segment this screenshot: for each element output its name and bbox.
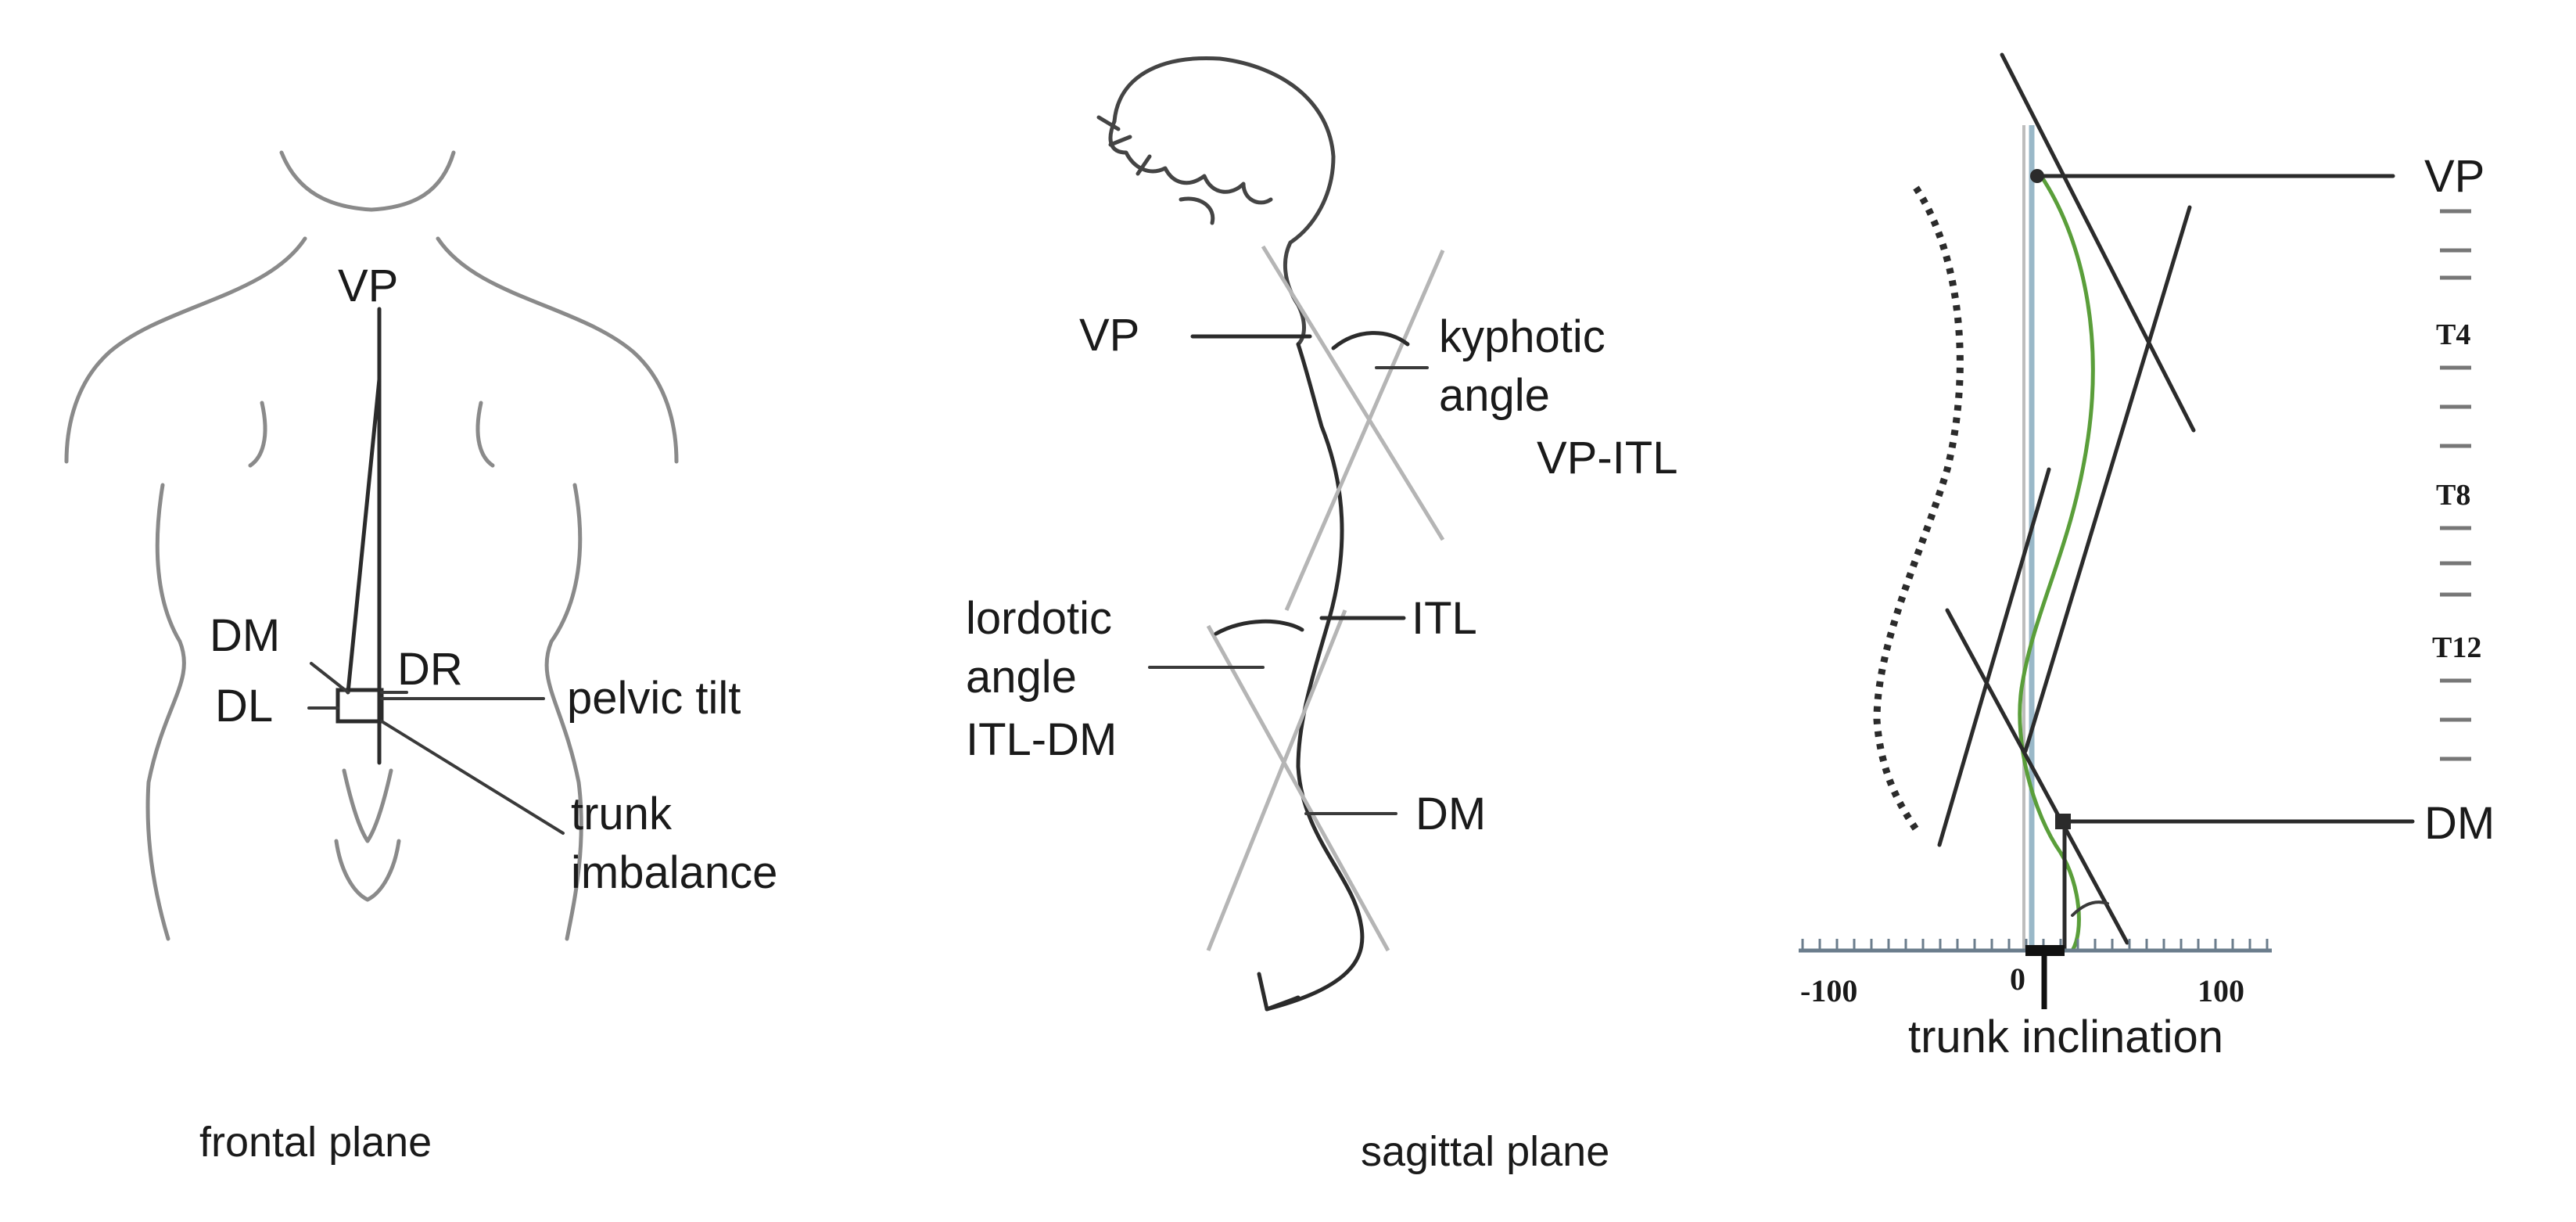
- vertebra-level-marks: [2440, 209, 2471, 761]
- kyphotic-label-line3: VP-ITL: [1537, 433, 1678, 483]
- inclination-axis-ticks: [1801, 939, 2269, 951]
- kyphotic-angle-arc: [1331, 331, 1410, 350]
- itl-label: ITL: [1412, 593, 1477, 644]
- trunk-axis-line: [346, 377, 382, 695]
- pelvic-tilt-label: pelvic tilt: [567, 673, 741, 724]
- sagittal-dm-label: DM: [1415, 789, 1486, 839]
- axis-tick-label-minus100: -100: [1800, 973, 1857, 1008]
- vp-point: [2030, 169, 2044, 183]
- dm-leader: [310, 662, 350, 694]
- kyphotic-ref-line-b: [1284, 250, 1445, 611]
- kyphotic-label-line1: kyphotic: [1439, 311, 1606, 362]
- kyphotic-label-line2: angle: [1439, 370, 1550, 421]
- tangent-line-2: [2023, 205, 2192, 753]
- trunk-inclination-caption: trunk inclination: [1908, 1012, 2223, 1062]
- sagittal-vp-label: VP: [1079, 310, 1139, 361]
- inclination-dm-label: DM: [2424, 798, 2495, 849]
- lordotic-ref-line-b: [1206, 609, 1347, 951]
- lordotic-ref-line-a: [1206, 624, 1390, 952]
- frontal-dm-label: DM: [210, 610, 280, 661]
- lordotic-label-line1: lordotic: [966, 593, 1112, 644]
- vertebra-t4-label: T4: [2436, 318, 2470, 351]
- lordotic-angle-arc: [1214, 619, 1304, 636]
- tangent-line-3: [1945, 608, 2129, 945]
- kyphotic-ref-line-a: [1261, 245, 1445, 541]
- sagittal-plane-caption: sagittal plane: [1361, 1128, 1609, 1175]
- frontal-vp-label: VP: [338, 261, 398, 311]
- dm-point: [2055, 814, 2071, 829]
- back-outline: [64, 150, 679, 941]
- trunk-imbalance-label-line2: imbalance: [571, 847, 777, 898]
- tangent-line-1: [2000, 52, 2196, 433]
- lordotic-label-line2: angle: [966, 652, 1077, 703]
- trunk-imbalance-leader: [380, 720, 565, 835]
- trunk-inclination-panel: VP DM T4 T8 T12 -100 0 100 trunk inclina…: [1799, 52, 2495, 1062]
- sagittal-spine-curve: [1265, 342, 1365, 1012]
- frontal-plane-panel: VP DM DL DR pelvic tilt trunk imbalance …: [64, 150, 777, 1166]
- spine-end-mark: [1257, 972, 1301, 1012]
- vertebra-t8-label: T8: [2436, 479, 2470, 512]
- frontal-dl-label: DL: [215, 681, 273, 731]
- frontal-plane-caption: frontal plane: [199, 1119, 432, 1166]
- dotted-surface-profile: [1873, 185, 1964, 832]
- vertebra-t12-label: T12: [2432, 631, 2481, 664]
- sagittal-plane-panel: VP kyphotic angle VP-ITL lordotic angle …: [966, 56, 1678, 1175]
- tangent-line-4: [1937, 467, 2051, 847]
- pelvis-marker-box: [335, 688, 384, 724]
- inclination-angle-arc: [2071, 900, 2109, 917]
- trunk-imbalance-label-line1: trunk: [571, 789, 673, 839]
- lordotic-label-line3: ITL-DM: [966, 714, 1117, 765]
- axis-tick-label-100: 100: [2197, 973, 2244, 1008]
- frontal-dr-label: DR: [397, 644, 463, 695]
- inclination-vp-label: VP: [2424, 151, 2485, 202]
- axis-tick-label-0: 0: [2010, 961, 2025, 997]
